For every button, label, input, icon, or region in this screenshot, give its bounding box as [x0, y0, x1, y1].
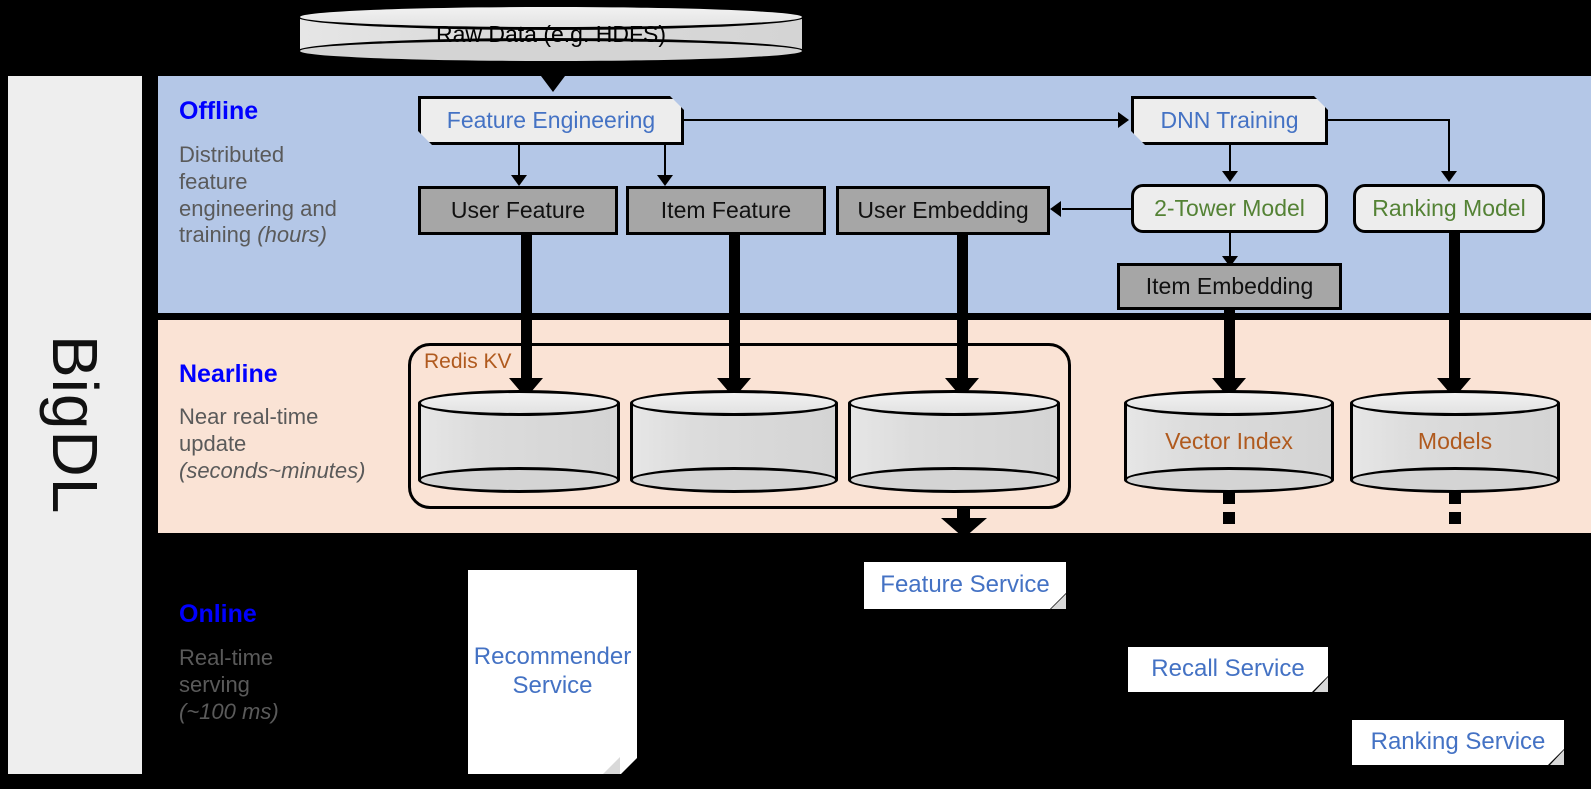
redis-kv-container [408, 343, 1071, 509]
item-feature-store-cylinder[interactable] [630, 390, 838, 493]
raw-data-label: Raw Data (e.g. HDFS) [435, 20, 667, 47]
arrow-dnn-ranking-v [1448, 119, 1450, 173]
recommender-service-text: Recommender Service [474, 643, 631, 701]
arrow-fe-itemfeature-head [657, 175, 673, 186]
arrow-rawdata-fe-head [541, 76, 565, 92]
pipe-models-stub-b [1449, 512, 1461, 524]
connector-fe-dnn [684, 119, 1118, 121]
user-feature-store-label [418, 390, 620, 493]
pipe-userfeature-store [521, 235, 532, 397]
online-desc-l1: Real-time [179, 645, 274, 670]
arrow-twotower-userembedding-head [1050, 201, 1061, 217]
user-embedding-store-cylinder[interactable] [848, 390, 1060, 493]
user-embedding-label: User Embedding [857, 197, 1029, 223]
arrow-fe-userfeature-head [511, 175, 527, 186]
offline-description: Distributed feature engineering and trai… [179, 142, 394, 249]
arrow-twotower-userembedding-line [1062, 208, 1132, 210]
ranking-model-box[interactable]: Ranking Model [1353, 184, 1545, 233]
feature-engineering-box[interactable]: Feature Engineering [418, 96, 684, 145]
bigdl-platform-rail: BigDL [8, 76, 142, 774]
vector-index-cylinder[interactable]: Vector Index [1124, 390, 1334, 493]
online-desc-l2: serving [179, 671, 250, 697]
bigdl-label-wrap: BigDL [8, 76, 142, 774]
cylinder-top [297, 4, 805, 30]
arrow-twotower-itemembedding-head [1222, 256, 1238, 267]
recall-service-card[interactable]: Recall Service [1128, 647, 1328, 692]
user-feature-label: User Feature [450, 197, 586, 223]
nearline-description: Near real-time update (seconds~minutes) [179, 404, 409, 484]
nearline-desc-l2: update [179, 430, 247, 456]
ranking-service-card[interactable]: Ranking Service [1352, 720, 1564, 765]
pipe-vectorindex-stub-b [1223, 512, 1235, 524]
offline-desc-l3: engineering and [179, 195, 337, 221]
recommender-service-line2: Service [512, 672, 593, 699]
arrow-dnn-twotower-line [1229, 145, 1231, 173]
models-cylinder[interactable]: Models [1350, 390, 1560, 493]
offline-title: Offline [179, 97, 259, 125]
cylinder-bottom [297, 38, 805, 64]
online-description: Real-time serving (~100 ms) [179, 645, 394, 725]
ranking-model-label: Ranking Model [1372, 195, 1526, 221]
redis-kv-label: Redis KV [424, 350, 512, 373]
pipe-itemfeature-store [729, 235, 740, 397]
feature-engineering-label: Feature Engineering [446, 107, 656, 133]
pipe-rankingmodel-models [1449, 233, 1460, 397]
arrow-twotower-itemembedding-line [1229, 233, 1231, 260]
online-desc-emph: (~100 ms) [179, 698, 279, 724]
nearline-desc-emph: (seconds~minutes) [179, 457, 366, 483]
recommender-service-card[interactable]: Recommender Service [468, 570, 637, 774]
offline-desc-l1: Distributed [179, 142, 285, 167]
dnn-training-box[interactable]: DNN Training [1131, 96, 1328, 145]
cylinder-top [1350, 390, 1560, 416]
cylinder-top [630, 390, 838, 416]
arrow-fe-itemfeature-line [664, 145, 666, 177]
pipe-models-stub-a [1449, 490, 1461, 504]
pipe-itemembedding-vectorindex [1224, 310, 1235, 397]
vector-index-label: Vector Index [1165, 428, 1293, 454]
nearline-desc-l1: Near real-time [179, 404, 319, 429]
bigdl-label: BigDL [39, 335, 111, 515]
cylinder-top [1124, 390, 1334, 416]
arrow-dnn-ranking-h [1328, 119, 1450, 121]
cylinder-top [418, 390, 620, 416]
user-embedding-store-label [848, 390, 1060, 493]
nearline-title: Nearline [179, 360, 278, 388]
offline-desc-l4: training [179, 222, 258, 248]
arrow-dnn-twotower-head [1222, 171, 1238, 182]
models-label: Models [1417, 428, 1493, 454]
two-tower-model-label: 2-Tower Model [1154, 195, 1305, 221]
item-feature-label: Item Feature [660, 197, 792, 223]
cylinder-bottom [848, 467, 1060, 493]
arrow-dnn-ranking-head [1441, 171, 1457, 182]
cylinder-top [848, 390, 1060, 416]
offline-desc-l2: feature [179, 168, 248, 194]
pipe-redis-featureservice-head [941, 518, 987, 538]
two-tower-model-box[interactable]: 2-Tower Model [1131, 184, 1328, 233]
item-feature-box[interactable]: Item Feature [626, 186, 826, 235]
arrow-fe-userfeature-line [518, 145, 520, 177]
user-embedding-box[interactable]: User Embedding [836, 186, 1050, 235]
user-feature-box[interactable]: User Feature [418, 186, 618, 235]
connector-fe-dnn-head [1118, 112, 1129, 128]
cylinder-bottom [418, 467, 620, 493]
raw-data-cylinder: Raw Data (e.g. HDFS) [297, 4, 805, 64]
item-embedding-box[interactable]: Item Embedding [1117, 263, 1342, 310]
recommender-service-line1: Recommender [473, 643, 632, 671]
feature-service-label: Feature Service [880, 571, 1050, 599]
recall-service-label: Recall Service [1151, 655, 1305, 683]
feature-service-card[interactable]: Feature Service [864, 562, 1066, 609]
cylinder-bottom [630, 467, 838, 493]
dnn-training-label: DNN Training [1160, 107, 1299, 133]
item-feature-store-label [630, 390, 838, 493]
offline-desc-emph: (hours) [257, 222, 327, 248]
online-title: Online [179, 600, 257, 628]
pipe-userembedding-store [957, 235, 968, 397]
ranking-service-label: Ranking Service [1370, 728, 1546, 756]
item-embedding-label: Item Embedding [1145, 273, 1314, 299]
user-feature-store-cylinder[interactable] [418, 390, 620, 493]
pipe-vectorindex-stub-a [1223, 490, 1235, 504]
